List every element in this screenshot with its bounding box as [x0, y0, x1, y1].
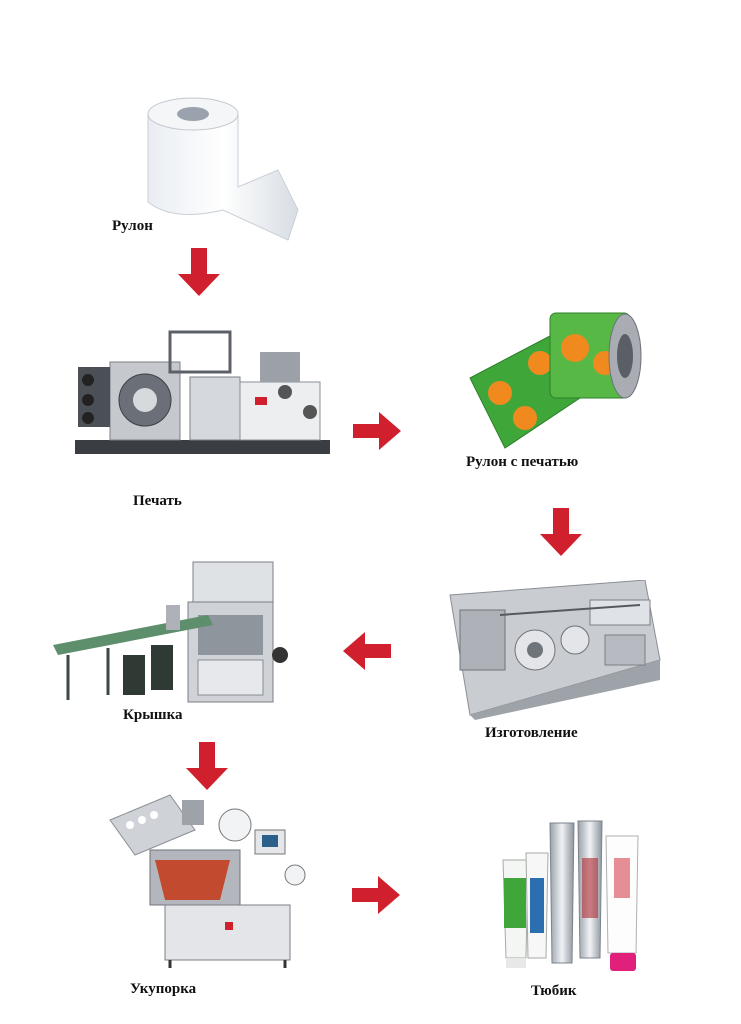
arrow-left-icon [343, 632, 391, 670]
arrow-right-icon [352, 876, 400, 914]
tubes-icon [498, 818, 658, 978]
label-cap: Крышка [123, 707, 183, 723]
printing-machine-icon [70, 322, 335, 462]
label-capping: Укупорка [130, 981, 197, 997]
capping-machine-icon [100, 790, 315, 970]
arrow-down-icon [178, 248, 220, 296]
tube-making-machine-icon [440, 580, 665, 720]
film-roll-icon [128, 92, 303, 242]
arrow-down-icon [186, 742, 228, 790]
label-tube: Тюбик [531, 983, 577, 999]
label-manufacturing: Изготовление [485, 725, 578, 741]
label-printing: Печать [133, 493, 182, 509]
label-printed-roll: Рулон с печатью [466, 454, 579, 470]
label-roll: Рулон [112, 218, 153, 234]
printed-roll-icon [465, 308, 650, 458]
cap-machine-icon [48, 560, 293, 705]
arrow-down-icon [540, 508, 582, 556]
arrow-right-icon [353, 412, 401, 450]
